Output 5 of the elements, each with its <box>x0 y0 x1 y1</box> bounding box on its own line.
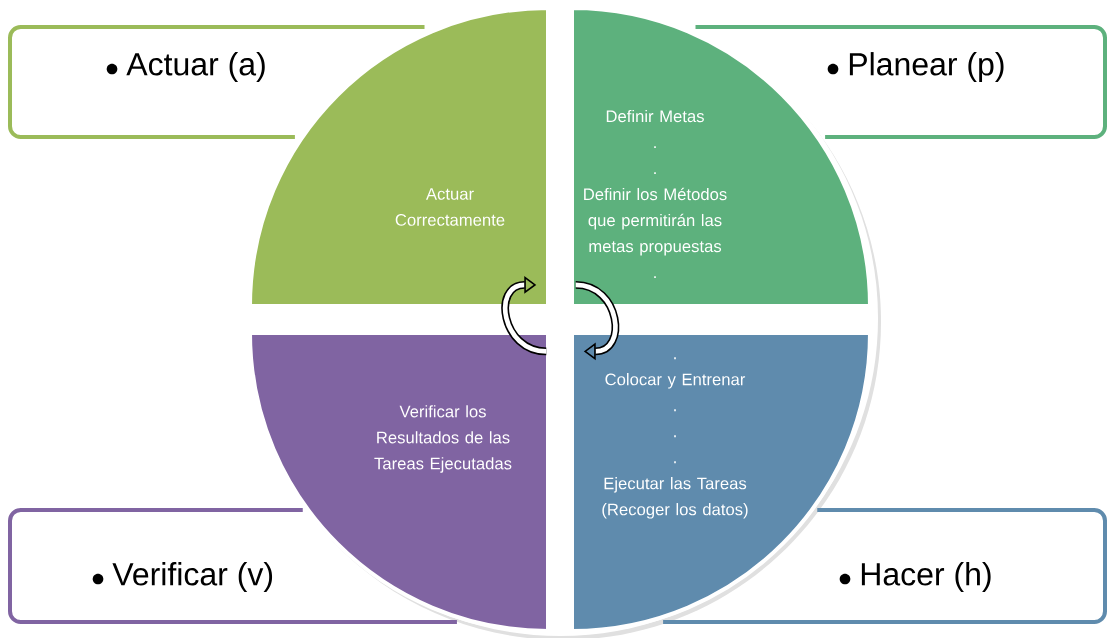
label-box: Actuar (a) <box>8 25 425 139</box>
node-label: Planear (p) <box>849 52 1004 82</box>
cycle-arrow <box>501 276 547 356</box>
label-box: Verificar (v) <box>8 508 457 624</box>
cycle-arrow <box>575 281 620 361</box>
